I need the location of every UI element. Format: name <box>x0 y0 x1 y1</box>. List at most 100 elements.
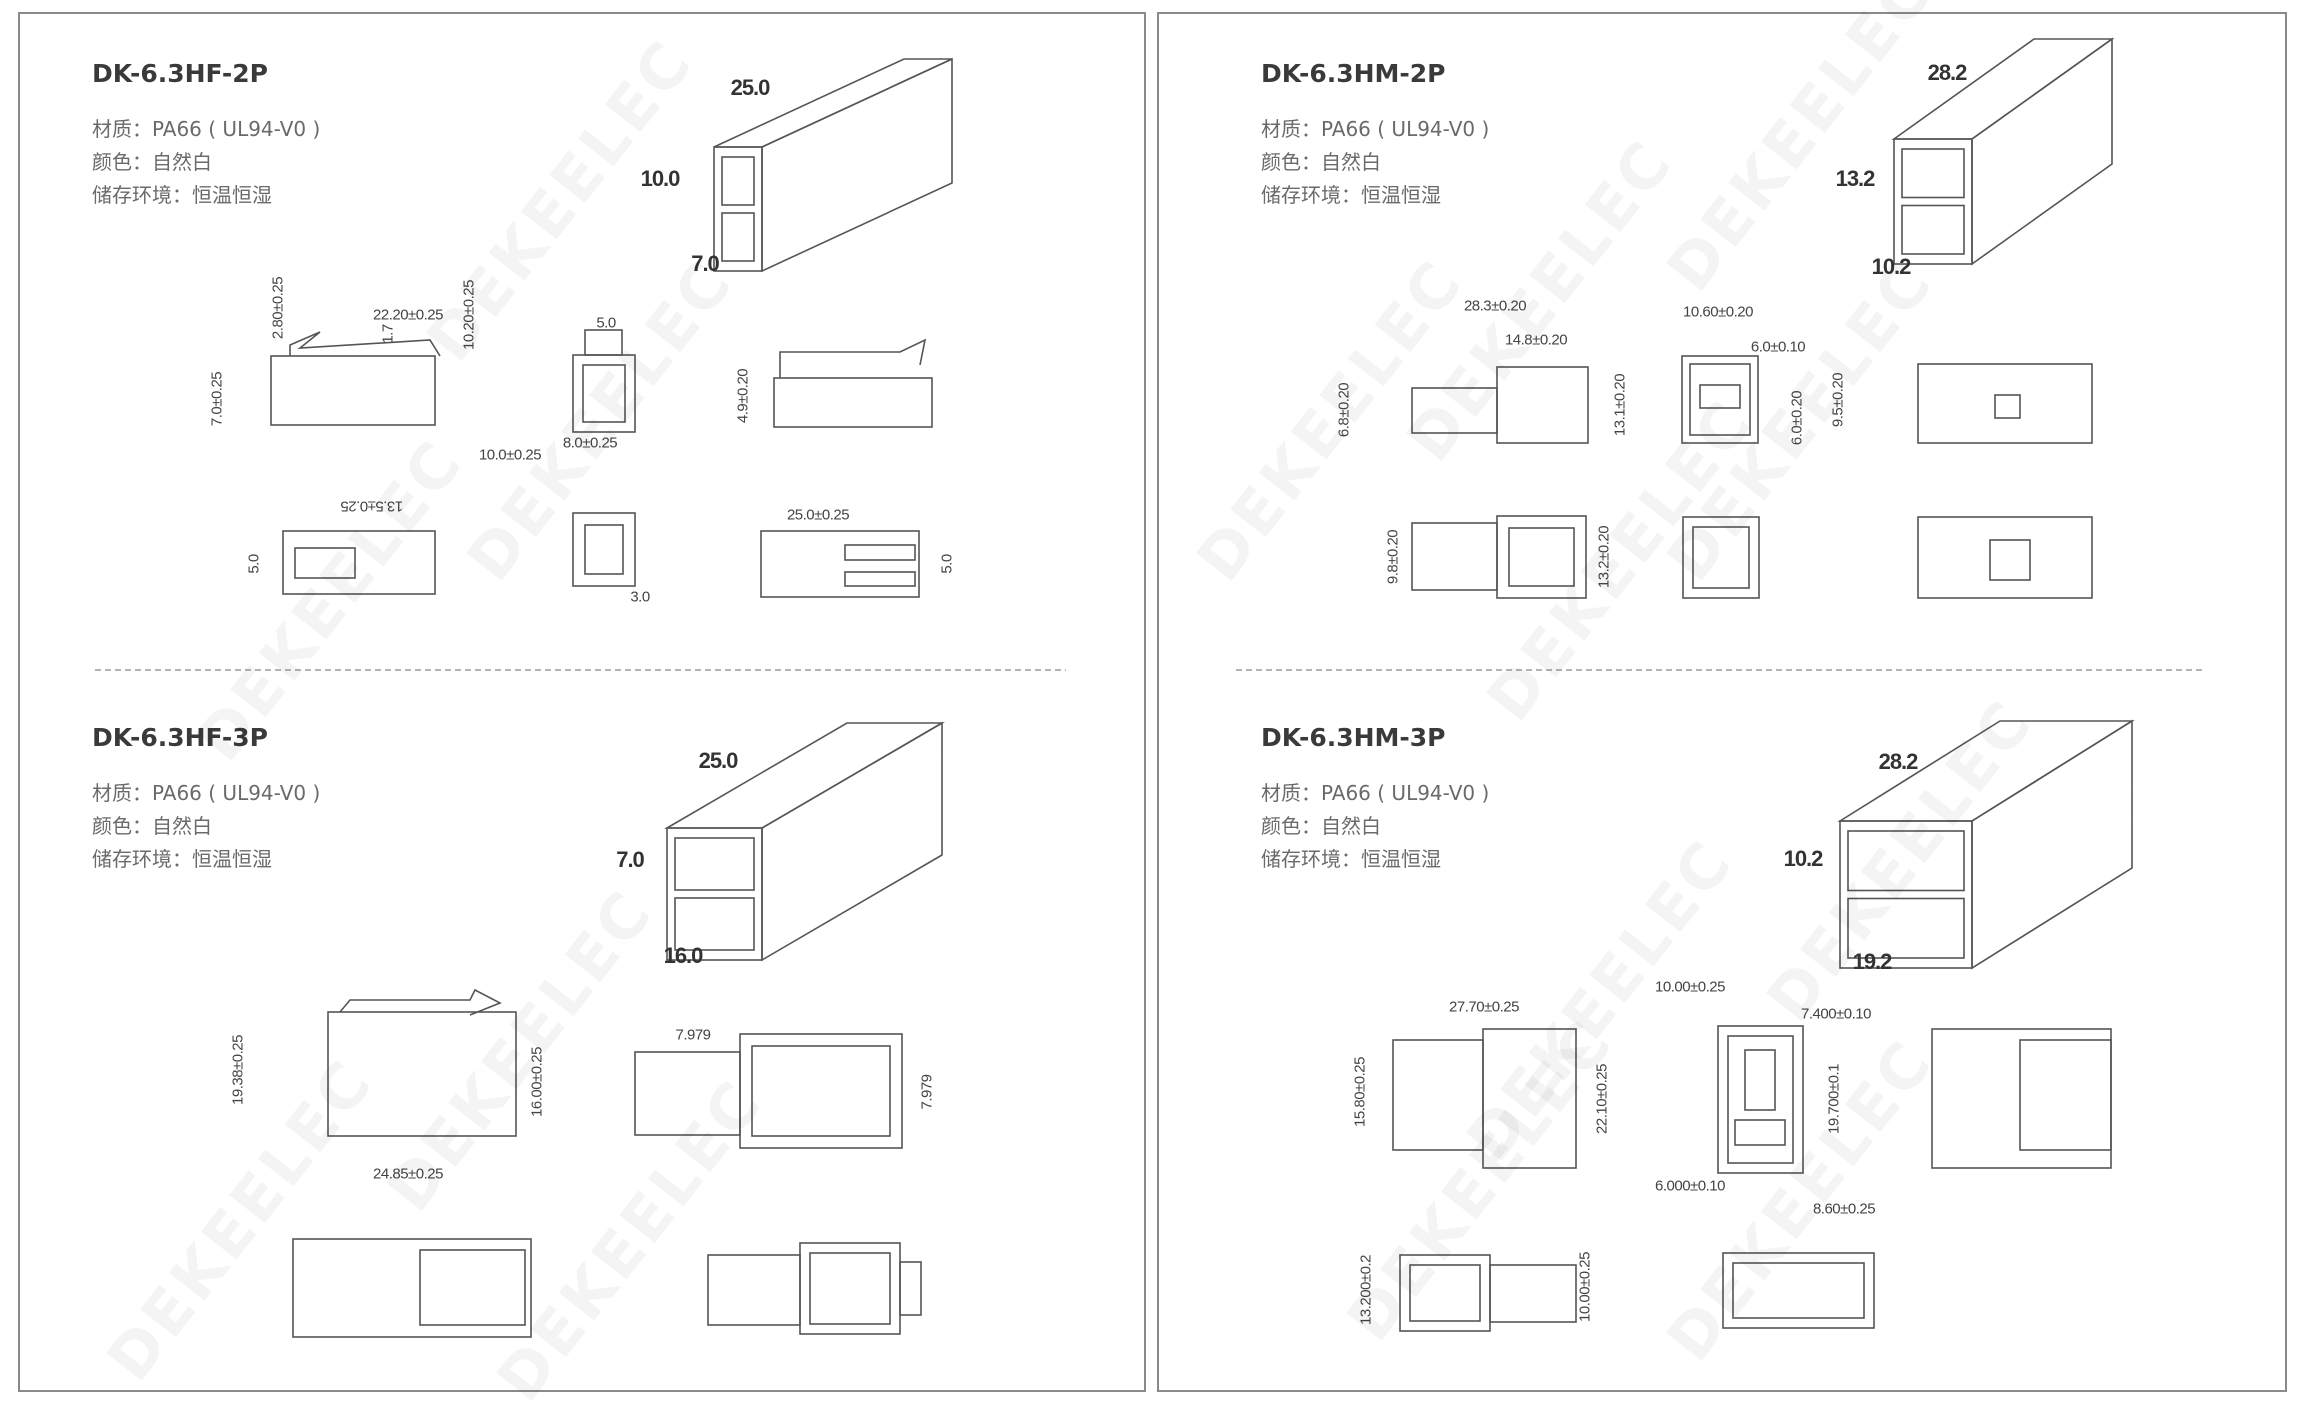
dimension-label: 7.400±0.10 <box>1801 1005 1871 1023</box>
bottom-view-hf-3p <box>292 1238 532 1338</box>
dimension-label: 22.10±0.25 <box>1593 1064 1611 1134</box>
iso-dimension-label: 25.0 <box>730 75 771 100</box>
color-spec: 颜色：自然白 <box>1261 150 1381 174</box>
top-view-hf-3p-inner <box>751 1045 891 1137</box>
latch <box>1994 394 2021 419</box>
dimension-label: 28.3±0.20 <box>1463 297 1527 315</box>
dimension-label: 10.60±0.20 <box>1683 303 1753 321</box>
tab <box>899 1261 922 1316</box>
bottom-right-body <box>799 1242 901 1335</box>
iso-dimension-label: 28.2 <box>1878 749 1919 774</box>
terminal-slot <box>1699 384 1741 409</box>
dimension-label: 14.8±0.20 <box>1504 331 1568 349</box>
bottom-view-hm-2p-tube <box>1411 522 1498 591</box>
iso-view-hf-2p-cavity <box>721 156 755 206</box>
dimension-label: 19.700±0.1 <box>1825 1064 1843 1134</box>
dimension-label: 13.1±0.20 <box>1611 373 1629 437</box>
side-view-hf-3p <box>327 1011 517 1137</box>
iso-view-hm-3p-cavity <box>1847 830 1965 892</box>
bottom-right-body-inner <box>809 1252 891 1325</box>
material-spec: 材质：PA66 ( UL94-V0 ) <box>92 117 321 141</box>
iso-dimension-label: 13.2 <box>1835 166 1876 191</box>
right-view-hm-2p <box>1917 363 2093 444</box>
front-view-hm-3p-inner <box>1727 1035 1794 1164</box>
material-spec: 材质：PA66 ( UL94-V0 ) <box>1261 117 1490 141</box>
end-view-hf-2p <box>572 512 636 587</box>
terminal-slot <box>1744 1049 1776 1111</box>
left-panel <box>18 12 1146 1392</box>
dimension-label: 8.60±0.25 <box>1812 1200 1876 1218</box>
dimension-label: 4.9±0.20 <box>734 368 752 424</box>
end-view-hm-2p <box>1682 516 1760 599</box>
front-view-hm-2p <box>1681 355 1759 444</box>
latch-hook <box>339 988 502 1016</box>
body <box>2019 1039 2112 1151</box>
storage-spec: 储存环境：恒温恒湿 <box>92 183 272 207</box>
slot <box>844 571 916 587</box>
slot <box>294 547 356 579</box>
top-view-plug <box>634 1051 741 1136</box>
latch-tab <box>584 329 623 356</box>
storage-spec: 储存环境：恒温恒湿 <box>1261 183 1441 207</box>
end-view-hm-3p <box>1722 1252 1875 1329</box>
dimension-label: 13.5±0.25 <box>340 497 404 515</box>
bottom-view-hf-2p <box>282 530 436 595</box>
iso-dimension-label: 7.0 <box>691 251 720 276</box>
part-model-title: DK-6.3HF-2P <box>92 59 268 88</box>
bottom-view-hm-3p-body-inner <box>1409 1264 1481 1322</box>
iso-view-hm-2p-front <box>1893 138 1973 265</box>
front-view-hm-2p-inner <box>1689 363 1751 436</box>
side-view-hm-2p-body <box>1496 366 1589 444</box>
dimension-label: 8.0±0.25 <box>562 434 618 452</box>
iso-view-hm-3p-side <box>1971 719 2133 970</box>
slot <box>844 544 916 561</box>
dimension-label: 22.20±0.25 <box>373 306 443 324</box>
dimension-label: 7.0±0.25 <box>208 371 226 427</box>
iso-dimension-label: 19.2 <box>1852 949 1893 974</box>
latch-hook <box>289 331 441 357</box>
dimension-label: 6.8±0.20 <box>1335 382 1353 438</box>
dimension-label: 5.0 <box>596 314 616 332</box>
latch <box>1989 539 2031 581</box>
iso-view-hm-3p-cavity <box>1847 897 1965 959</box>
dimension-label: 3.0 <box>630 588 650 606</box>
side-view-hm-3p-tube <box>1392 1039 1484 1151</box>
bottom-right-plug <box>707 1254 801 1326</box>
dimension-label: 16.00±0.25 <box>528 1047 546 1117</box>
storage-spec: 储存环境：恒温恒湿 <box>92 847 272 871</box>
iso-view-hf-3p-top <box>664 722 945 829</box>
iso-dimension-label: 7.0 <box>616 847 645 872</box>
iso-dimension-label: 28.2 <box>1927 60 1968 85</box>
iso-dimension-label: 10.2 <box>1871 254 1912 279</box>
right-view-hm-3p <box>1931 1028 2112 1169</box>
iso-view-hf-3p-side <box>761 721 943 962</box>
latch-hook <box>779 338 927 378</box>
end-view-hf-2p-inner <box>584 524 624 575</box>
bottom-view-hm-2p-body <box>1496 515 1587 599</box>
iso-dimension-label: 10.0 <box>640 166 681 191</box>
dimension-label: 7.979 <box>918 1074 936 1110</box>
terminal-slot <box>1734 1119 1786 1146</box>
iso-dimension-label: 16.0 <box>663 943 704 968</box>
side-view-hf-2p <box>270 355 436 426</box>
dimension-label: 10.00±0.25 <box>1655 978 1725 996</box>
top-view-hf-2p <box>760 530 920 598</box>
material-spec: 材质：PA66 ( UL94-V0 ) <box>92 781 321 805</box>
iso-view-hm-2p-top <box>1891 38 2115 140</box>
part-model-title: DK-6.3HF-3P <box>92 723 268 752</box>
right-view-hf-2p <box>773 377 933 428</box>
dimension-label: 6.000±0.10 <box>1655 1177 1725 1195</box>
dimension-label: 5.0 <box>245 554 263 574</box>
iso-view-hm-2p-cavity <box>1901 148 1965 199</box>
dimension-label: 1.7 <box>379 324 397 344</box>
dimension-label: 15.80±0.25 <box>1351 1057 1369 1127</box>
end-view-hm-3p-inner <box>1732 1262 1865 1319</box>
end-view-hm-2p-inner <box>1692 526 1750 589</box>
front-view-hf-2p-inner <box>582 364 626 423</box>
dimension-label: 25.0±0.25 <box>786 506 850 524</box>
material-spec: 材质：PA66 ( UL94-V0 ) <box>1261 781 1490 805</box>
dimension-label: 9.8±0.20 <box>1384 529 1402 585</box>
front-view-hm-3p <box>1717 1025 1804 1174</box>
right-panel <box>1157 12 2287 1392</box>
bottom-view-hm-3p-body <box>1399 1254 1491 1332</box>
